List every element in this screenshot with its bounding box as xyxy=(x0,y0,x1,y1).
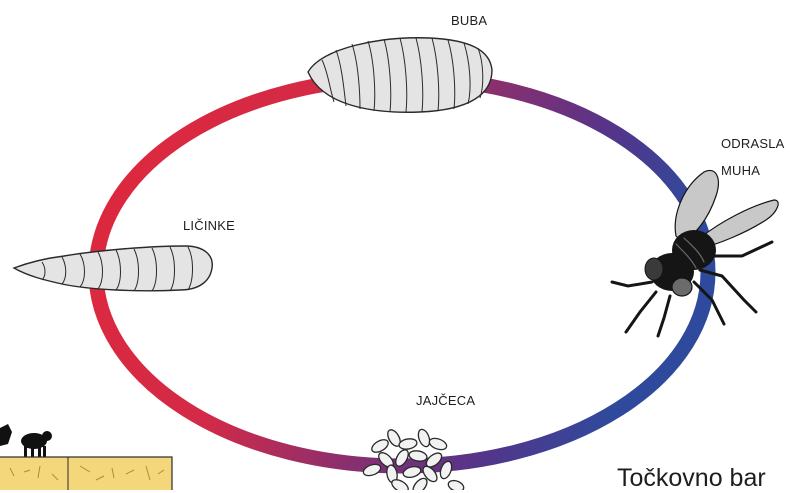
larva-icon xyxy=(14,246,212,291)
label-adult-fly-line2: MUHA xyxy=(721,161,760,181)
label-eggs: JAJČECA xyxy=(416,391,475,411)
label-larva: LIČINKE xyxy=(183,216,235,236)
straw-box xyxy=(0,457,172,490)
label-pupa: BUBA xyxy=(451,11,487,31)
label-adult-fly-line1: ODRASLA xyxy=(721,134,785,154)
pupa-icon xyxy=(308,38,492,112)
livestock-icon xyxy=(0,424,52,457)
caption-text: Točkovno bar xyxy=(617,464,766,493)
